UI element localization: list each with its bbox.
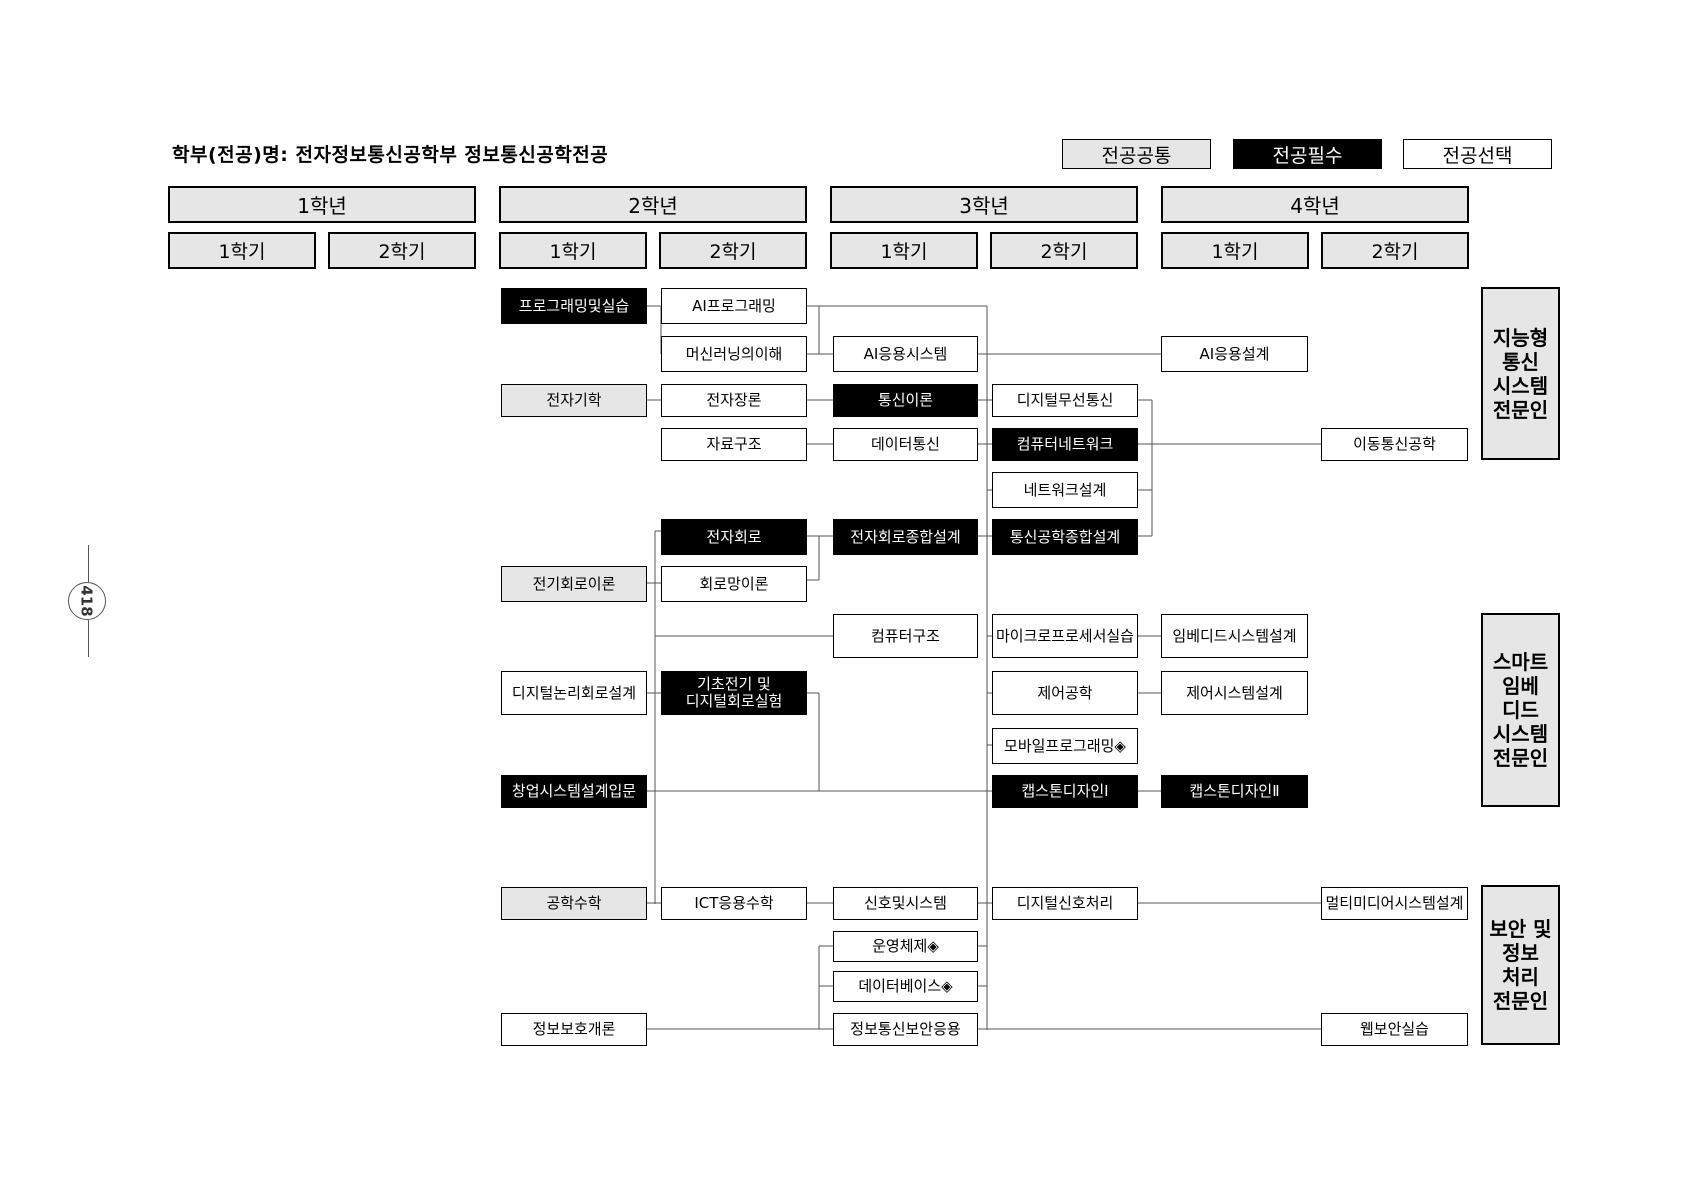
course-aidesign: AI응용설계 [1161,336,1308,372]
page-number: 418 [68,582,106,620]
page-title: 학부(전공)명: 전자정보통신공학부 정보통신공학전공 [172,144,609,166]
track-smart-embedded: 스마트 임베 디드 시스템 전문인 [1481,613,1560,807]
course-dwireless: 디지털무선통신 [992,384,1138,417]
course-os: 운영체제◈ [833,931,978,962]
course-signals: 신호및시스템 [833,887,978,920]
course-infosec: 정보보호개론 [501,1013,647,1046]
year-2-header: 2학년 [499,186,807,223]
course-ictmath: ICT응용수학 [661,887,807,920]
course-aiprog: AI프로그래밍 [661,288,807,324]
course-circuitdesign: 전자회로종합설계 [833,519,978,555]
page-number-line-top [88,545,89,582]
course-digitallogic: 디지털논리회로설계 [501,671,647,715]
course-dsp: 디지털신호처리 [992,887,1138,920]
legend-required: 전공필수 [1233,139,1382,169]
course-basiclab: 기초전기 및 디지털회로실험 [661,671,807,715]
course-aisys: AI응용시스템 [833,336,978,372]
course-netdesign: 네트워크설계 [992,472,1138,508]
course-prog: 프로그래밍및실습 [501,288,647,324]
page-number-line-bottom [88,620,89,657]
track-intelligent-comm: 지능형 통신 시스템 전문인 [1481,287,1560,460]
course-multimedia: 멀티미디어시스템설계 [1321,887,1468,920]
course-datacomm: 데이터통신 [833,428,978,461]
course-control: 제어공학 [992,671,1138,715]
course-mobileprog: 모바일프로그래밍◈ [992,728,1138,764]
legend-elective: 전공선택 [1403,139,1552,169]
course-commdesign: 통신공학종합설계 [992,519,1138,555]
track-security-info: 보안 및 정보 처리 전문인 [1481,885,1560,1045]
course-micro: 마이크로프로세서실습 [992,614,1138,658]
legend-common: 전공공통 [1062,139,1211,169]
year-1-header: 1학년 [168,186,476,223]
y2-semester-2-header: 2학기 [659,232,807,269]
year-4-header: 4학년 [1161,186,1469,223]
course-mobilecomm: 이동통신공학 [1321,428,1468,461]
course-commtheory: 통신이론 [833,384,978,417]
course-circuit: 전자회로 [661,519,807,555]
y4-semester-1-header: 1학기 [1161,232,1309,269]
y1-semester-2-header: 2학기 [328,232,476,269]
course-embedded: 임베디드시스템설계 [1161,614,1308,658]
y3-semester-2-header: 2학기 [990,232,1138,269]
course-emfield: 전자장론 [661,384,807,417]
course-eleccircuit: 전기회로이론 [501,566,647,602]
course-startup: 창업시스템설계입문 [501,775,647,808]
course-network: 회로망이론 [661,566,807,602]
y4-semester-2-header: 2학기 [1321,232,1469,269]
course-elecphys: 전자기학 [501,384,647,417]
course-capstone1: 캡스톤디자인Ⅰ [992,775,1138,808]
course-ml: 머신러닝의이해 [661,336,807,372]
course-engmath: 공학수학 [501,887,647,920]
page-number-text: 418 [78,585,96,617]
y2-semester-1-header: 1학기 [499,232,647,269]
course-capstone2: 캡스톤디자인Ⅱ [1161,775,1308,808]
course-datastruct: 자료구조 [661,428,807,461]
y3-semester-1-header: 1학기 [830,232,978,269]
course-websec: 웹보안실습 [1321,1013,1468,1046]
course-db: 데이터베이스◈ [833,971,978,1002]
y1-semester-1-header: 1학기 [168,232,316,269]
course-secapp: 정보통신보안응용 [833,1013,978,1046]
course-compnet: 컴퓨터네트워크 [992,428,1138,461]
course-comparch: 컴퓨터구조 [833,614,978,658]
year-3-header: 3학년 [830,186,1138,223]
course-controldesign: 제어시스템설계 [1161,671,1308,715]
